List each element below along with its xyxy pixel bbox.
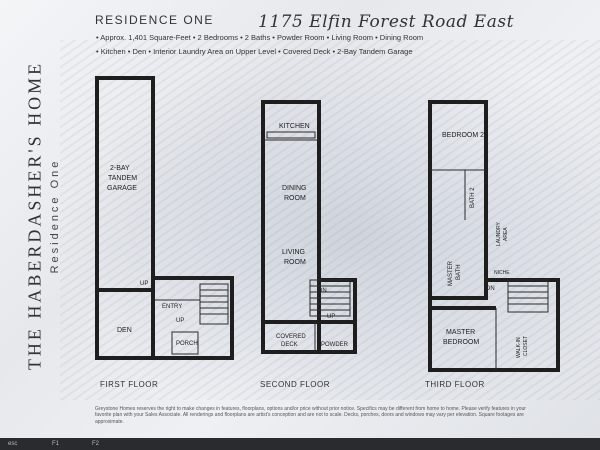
bath2-label: BATH 2 — [470, 187, 476, 208]
second-floor-plan: KITCHEN DINING ROOM LIVING ROOM DN UP CO… — [261, 100, 357, 354]
living-label-1: LIVING — [282, 249, 305, 256]
laundry-label-1: LAUNDRY — [496, 222, 502, 246]
garage-label-1: 2-BAY — [110, 165, 130, 172]
dn-label: DN — [486, 286, 495, 292]
den-label: DEN — [117, 327, 132, 334]
handwritten-address: 1175 Elfin Forest Road East — [258, 12, 514, 32]
bedroom2-label: BEDROOM 2 — [442, 132, 484, 139]
kitchen-label: KITCHEN — [279, 123, 310, 130]
second-floor-label: SECOND FLOOR — [260, 380, 331, 389]
up-label: UP — [327, 314, 335, 320]
master-bath-label-2: BATH — [456, 264, 462, 280]
entry-label: ENTRY — [162, 304, 182, 310]
brochure-sheet: THE HABERDASHER'S HOME Residence One RES… — [0, 0, 600, 438]
dining-label-2: ROOM — [284, 195, 306, 202]
first-floor-plan: 2-BAY TANDEM GARAGE DEN ENTRY PORCH UP U… — [95, 76, 234, 360]
niche-label: NICHE — [494, 270, 510, 276]
floor-plans: 2-BAY TANDEM GARAGE DEN ENTRY PORCH UP U… — [95, 76, 560, 372]
esc-key: esc — [8, 441, 18, 447]
powder-label: POWDER — [321, 342, 349, 348]
third-floor-label: THIRD FLOOR — [425, 380, 485, 389]
feature-list-line-2: • Kitchen • Den • Interior Laundry Area … — [96, 47, 413, 56]
residence-title: RESIDENCE ONE — [95, 13, 214, 27]
f1-key: F1 — [52, 441, 60, 447]
master-bedroom-label-1: MASTER — [446, 329, 475, 336]
watercolor-background — [60, 40, 600, 400]
living-label-2: ROOM — [284, 259, 306, 266]
third-floor-plan: BEDROOM 2 BATH 2 LAUNDRY AREA NICHE MAST… — [428, 100, 560, 372]
side-subtitle: Residence One — [49, 158, 61, 274]
feature-list-line-1: • Approx. 1,401 Square-Feet • 2 Bedrooms… — [96, 33, 424, 42]
laundry-label-2: AREA — [503, 227, 509, 241]
walkin-label-2: CLOSET — [523, 336, 529, 356]
master-bedroom-label-2: BEDROOM — [443, 339, 479, 346]
side-title: THE HABERDASHER'S HOME — [24, 60, 45, 371]
dining-label-1: DINING — [282, 185, 307, 192]
porch-label: PORCH — [176, 341, 198, 347]
up-label-2: UP — [176, 318, 184, 324]
deck-label-1: COVERED — [276, 334, 306, 340]
garage-label-2: TANDEM — [108, 175, 137, 182]
dn-label: DN — [318, 288, 327, 294]
f2-key: F2 — [92, 441, 100, 447]
walkin-label-1: WALK-IN — [516, 337, 522, 358]
deck-label-2: DECK — [281, 342, 298, 348]
laptop-keyboard-strip — [0, 438, 600, 450]
garage-label-3: GARAGE — [107, 185, 137, 192]
first-floor-label: FIRST FLOOR — [100, 380, 159, 389]
disclaimer-text: Greystone Homes reserves the right to ma… — [95, 406, 526, 425]
up-label-1: UP — [140, 281, 148, 287]
master-bath-label-1: MASTER — [448, 260, 454, 286]
